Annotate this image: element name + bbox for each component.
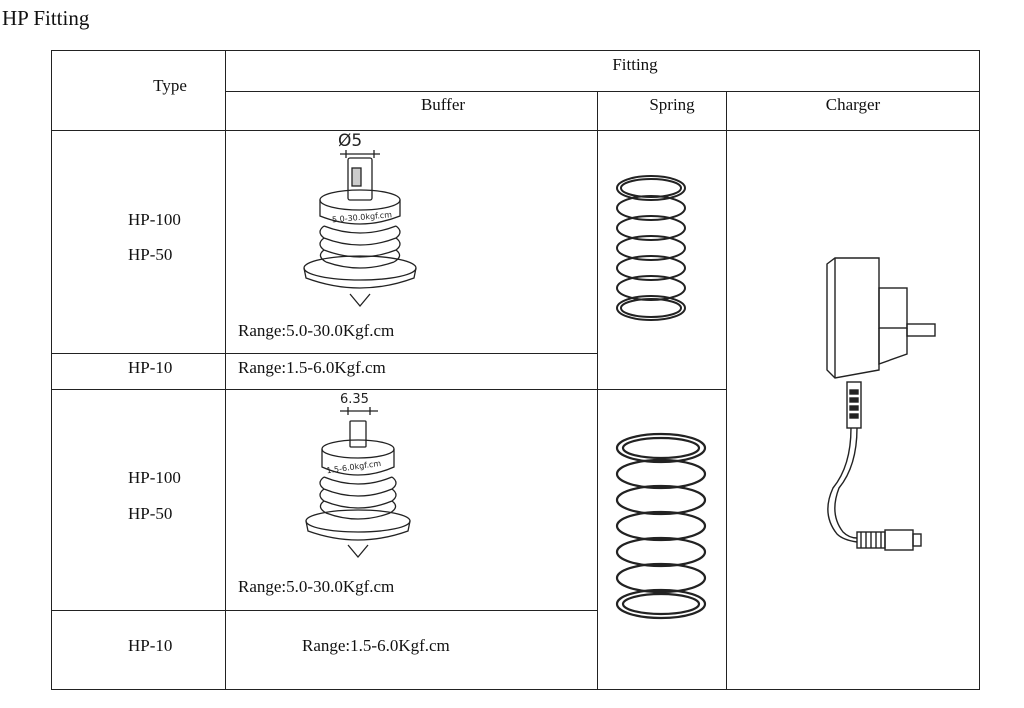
spring-icon: [613, 428, 713, 628]
buffer-scale-label: 5.0-30.0kgf.cm: [332, 210, 393, 224]
row3-type-line1: HP-100: [128, 468, 181, 487]
row2-type: HP-10: [128, 358, 173, 377]
spring-icon: [611, 170, 691, 330]
row3-range: Range:5.0-30.0Kgf.cm: [238, 577, 395, 596]
table-border-top: [51, 50, 980, 51]
table-border-right: [979, 50, 980, 690]
row-divider-1: [51, 353, 598, 354]
row2-range: Range:1.5-6.0Kgf.cm: [238, 358, 386, 377]
buffer-icon: Ø5 5.0-30.0kgf.cm: [296, 128, 426, 308]
buffer-icon: 6.35 1.5-6.0kgf.cm: [296, 389, 426, 569]
header-bottom-divider: [51, 130, 980, 131]
buffer-dimension-label: 6.35: [340, 392, 369, 407]
buffer-dimension-label: Ø5: [338, 131, 362, 151]
header-buffer: Buffer: [420, 95, 466, 114]
header-spring: Spring: [649, 95, 695, 114]
row-divider-3: [51, 610, 598, 611]
header-fitting: Fitting: [612, 55, 658, 74]
row-divider-2: [51, 389, 727, 390]
column-divider-type: [225, 50, 226, 690]
row4-type: HP-10: [128, 636, 173, 655]
table-border-bottom: [51, 689, 980, 690]
row1-type-line2: HP-50: [128, 245, 173, 264]
row1-range: Range:5.0-30.0Kgf.cm: [238, 321, 395, 340]
fitting-table: Type Fitting Buffer Spring Charger HP-10…: [51, 50, 980, 690]
row1-type-line1: HP-100: [128, 210, 181, 229]
row3-type-line2: HP-50: [128, 504, 173, 523]
table-border-left: [51, 50, 52, 690]
header-divider: [225, 91, 980, 92]
header-type: Type: [153, 76, 187, 95]
charger-icon: [821, 252, 941, 572]
page-title: HP Fitting: [2, 6, 90, 30]
column-divider-buffer: [597, 91, 598, 690]
row4-range: Range:1.5-6.0Kgf.cm: [302, 636, 450, 655]
column-divider-spring: [726, 91, 727, 690]
header-charger: Charger: [825, 95, 881, 114]
